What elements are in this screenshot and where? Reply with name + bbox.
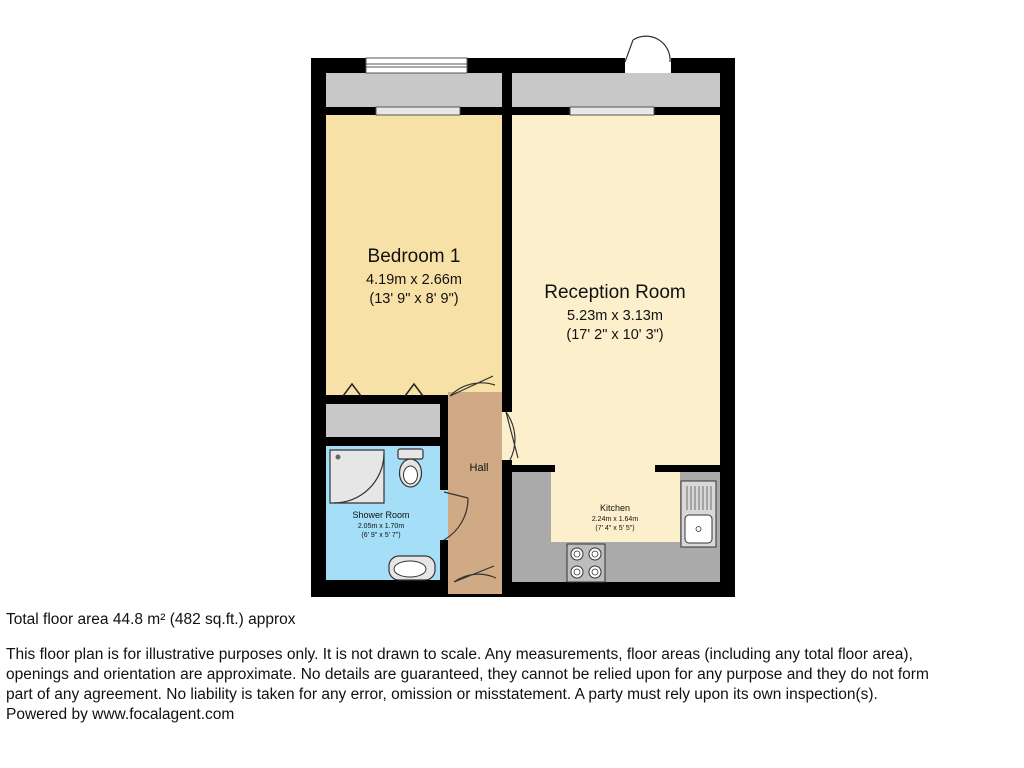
bedroom-inner-window <box>375 106 461 116</box>
bedroom-name: Bedroom 1 <box>368 246 461 267</box>
reception-floor <box>512 115 720 465</box>
bedroom-metric: 4.19m x 2.66m <box>366 272 462 288</box>
reception-inner-window <box>569 106 655 116</box>
shower-room-metric: 2.05m x 1.70m <box>358 523 404 530</box>
kitchen-sink-icon <box>680 480 717 548</box>
wardrobe-door-left <box>342 382 362 397</box>
hall-name: Hall <box>470 462 489 474</box>
total-floor-area: Total floor area 44.8 m² (482 sq.ft.) ap… <box>6 611 296 628</box>
disclaimer-line: openings and orientation are approximate… <box>6 666 929 683</box>
powered-by: Powered by www.focalagent.com <box>6 706 235 723</box>
hall-floor <box>448 404 502 594</box>
kitchen-name: Kitchen <box>600 503 630 513</box>
shower-room-imperial: (6' 9" x 5' 7") <box>361 532 400 539</box>
toilet-icon <box>397 448 424 488</box>
shower-door-swing <box>443 491 469 541</box>
hob-icon <box>566 543 606 583</box>
disclaimer: This floor plan is for illustrative purp… <box>6 645 929 725</box>
wardrobe <box>326 404 440 437</box>
bedroom-floor <box>326 115 502 395</box>
bedroom-balcony <box>326 73 502 107</box>
bedroom-window <box>365 57 468 74</box>
disclaimer-line: part of any agreement. No liability is t… <box>6 686 878 703</box>
bedroom-imperial: (13' 9" x 8' 9") <box>369 291 458 307</box>
shower-room-name: Shower Room <box>352 510 409 520</box>
kitchen-metric: 2.24m x 1.64m <box>592 516 638 523</box>
kitchen-imperial: (7' 4" x 5' 5") <box>595 525 634 532</box>
reception-metric: 5.23m x 3.13m <box>567 308 663 324</box>
reception-balcony <box>512 73 720 107</box>
entrance-door-swing <box>453 565 497 583</box>
floor-plan: Bedroom 1 4.19m x 2.66m (13' 9" x 8' 9")… <box>311 35 735 597</box>
wardrobe-door-right <box>404 382 424 397</box>
kitchen-floor <box>551 472 680 542</box>
reception-door-swing <box>505 411 519 461</box>
shower-tray-icon <box>329 449 385 504</box>
basin-icon <box>388 555 436 581</box>
balcony-door-swing <box>624 35 671 63</box>
kitchen-opening <box>555 463 655 472</box>
disclaimer-line: This floor plan is for illustrative purp… <box>6 646 913 663</box>
bedroom-door-swing <box>449 375 496 397</box>
reception-name: Reception Room <box>544 282 686 303</box>
reception-imperial: (17' 2" x 10' 3") <box>566 327 663 343</box>
